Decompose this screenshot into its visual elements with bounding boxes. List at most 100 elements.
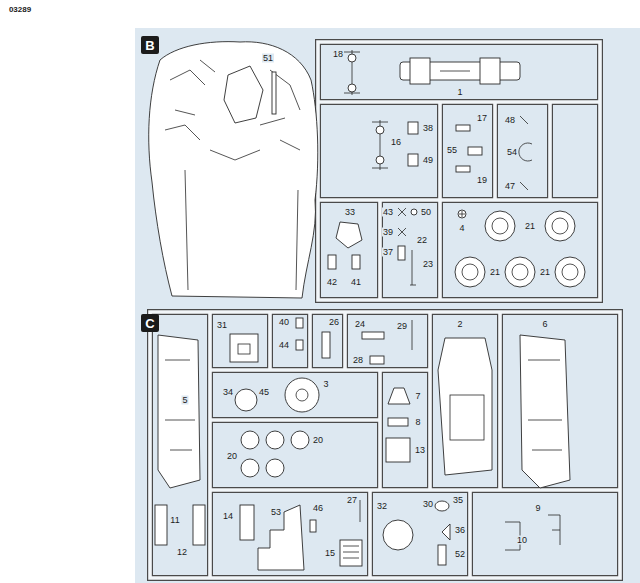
- part-number: 45: [258, 388, 270, 397]
- body-parts-c: [158, 318, 570, 488]
- part-number: 38: [422, 124, 434, 133]
- axle-parts: [344, 50, 418, 170]
- small-parts-c-shape: [435, 501, 449, 511]
- part-number: 13: [414, 446, 426, 455]
- body-parts-c-shape: [370, 356, 384, 364]
- part-number: 11: [169, 516, 180, 525]
- part-number: 23: [422, 260, 434, 269]
- body-parts-c-shape: [386, 438, 410, 462]
- body-parts-c-shape: [362, 332, 384, 339]
- small-parts-c-shape: [438, 545, 446, 565]
- chassis-part-shape: [440, 71, 470, 72]
- part-number: 53: [270, 508, 282, 517]
- body-parts-c-shape: [266, 431, 284, 449]
- small-parts-c-shape: [310, 520, 316, 532]
- body-parts-c-shape: [412, 320, 413, 350]
- part-number: 26: [328, 318, 340, 327]
- body-parts-c-shape: [450, 395, 484, 440]
- small-parts-b: [328, 116, 532, 285]
- small-parts-b-shape: [411, 209, 417, 215]
- sheet-code: 03289: [8, 6, 32, 14]
- part-number: 18: [332, 50, 344, 59]
- runner-frame-shape: [150, 312, 620, 578]
- part-number: 55: [446, 146, 458, 155]
- wheel-parts-b-shape: [485, 211, 515, 241]
- small-parts-c-shape: [343, 546, 359, 558]
- body-parts-c-shape: [296, 318, 303, 328]
- part-number: 34: [222, 388, 234, 397]
- small-parts-b-shape: [328, 255, 336, 269]
- part-number: 54: [506, 148, 518, 157]
- small-parts-c-shape: [442, 524, 450, 540]
- wheel-parts-b-shape: [505, 257, 535, 287]
- part-number: 40: [278, 318, 290, 327]
- part-number: 20: [226, 452, 238, 461]
- small-parts-b-shape: [398, 208, 406, 236]
- part-number: 31: [216, 321, 228, 330]
- body-parts-c-shape: [235, 389, 257, 411]
- part-number: 20: [312, 436, 324, 445]
- axle-parts-shape: [344, 50, 360, 95]
- part-number: 51: [262, 54, 274, 63]
- small-parts-b-shape: [410, 250, 416, 285]
- part-number: 21: [489, 268, 501, 277]
- body-parts-c-shape: [285, 378, 319, 412]
- part-number: 9: [534, 504, 541, 513]
- axle-parts-shape: [372, 120, 388, 170]
- body-parts-c-shape: [520, 335, 570, 488]
- small-parts-c-shape: [193, 505, 205, 545]
- part-number: 21: [524, 222, 536, 231]
- small-parts-b-shape: [456, 166, 470, 172]
- part-number: 22: [416, 236, 428, 245]
- axle-parts-shape: [348, 84, 356, 92]
- body-parts-c-shape: [291, 431, 309, 449]
- body-parts-c-shape: [165, 360, 195, 450]
- body-parts-c-shape: [266, 459, 284, 477]
- body-parts-c-shape: [241, 459, 259, 477]
- part-number: 14: [222, 512, 234, 521]
- part-number: 41: [350, 278, 362, 287]
- wheel-parts-b-shape: [545, 211, 575, 241]
- small-parts-b-shape: [459, 211, 465, 217]
- body-parts-c-shape: [296, 389, 308, 401]
- body-parts-c-shape: [438, 338, 492, 475]
- part-number: 33: [344, 208, 356, 217]
- part-number: 5: [181, 396, 188, 405]
- part-number: 36: [454, 526, 466, 535]
- small-parts-c-shape: [240, 505, 254, 540]
- body-parts-c-shape: [322, 332, 330, 358]
- rock-part-shape: [224, 66, 263, 123]
- wheel-parts-b-shape: [512, 264, 528, 280]
- wheel-parts-b-shape: [492, 218, 508, 234]
- chassis-part-shape: [410, 58, 430, 84]
- part-number: 50: [420, 208, 432, 217]
- part-number: 46: [312, 504, 324, 513]
- part-number: 4: [458, 224, 465, 233]
- part-number: 8: [414, 418, 421, 427]
- small-parts-b-shape: [458, 210, 466, 218]
- rock-part-shape: [165, 60, 300, 290]
- small-parts-b-shape: [456, 125, 470, 131]
- part-number: 21: [539, 268, 551, 277]
- part-number: 44: [278, 341, 290, 350]
- part-number: 24: [354, 320, 366, 329]
- axle-parts-shape: [348, 54, 356, 62]
- part-number: 35: [452, 496, 464, 505]
- part-number: 1: [456, 88, 463, 97]
- body-parts-c-shape: [388, 388, 410, 404]
- small-parts-c-shape: [155, 505, 167, 545]
- part-number: 2: [456, 320, 463, 329]
- part-number: 37: [382, 248, 394, 257]
- runner-frame-shape: [318, 42, 600, 300]
- body-parts-c-shape: [528, 360, 562, 450]
- small-parts-b-shape: [468, 147, 482, 155]
- part-number: 39: [382, 228, 394, 237]
- body-parts-c-shape: [388, 418, 408, 426]
- sheet-ground: [135, 28, 640, 583]
- part-number: 49: [422, 156, 434, 165]
- part-number: 27: [346, 496, 358, 505]
- runner-frame-shape: [318, 42, 600, 300]
- part-number: 47: [504, 182, 516, 191]
